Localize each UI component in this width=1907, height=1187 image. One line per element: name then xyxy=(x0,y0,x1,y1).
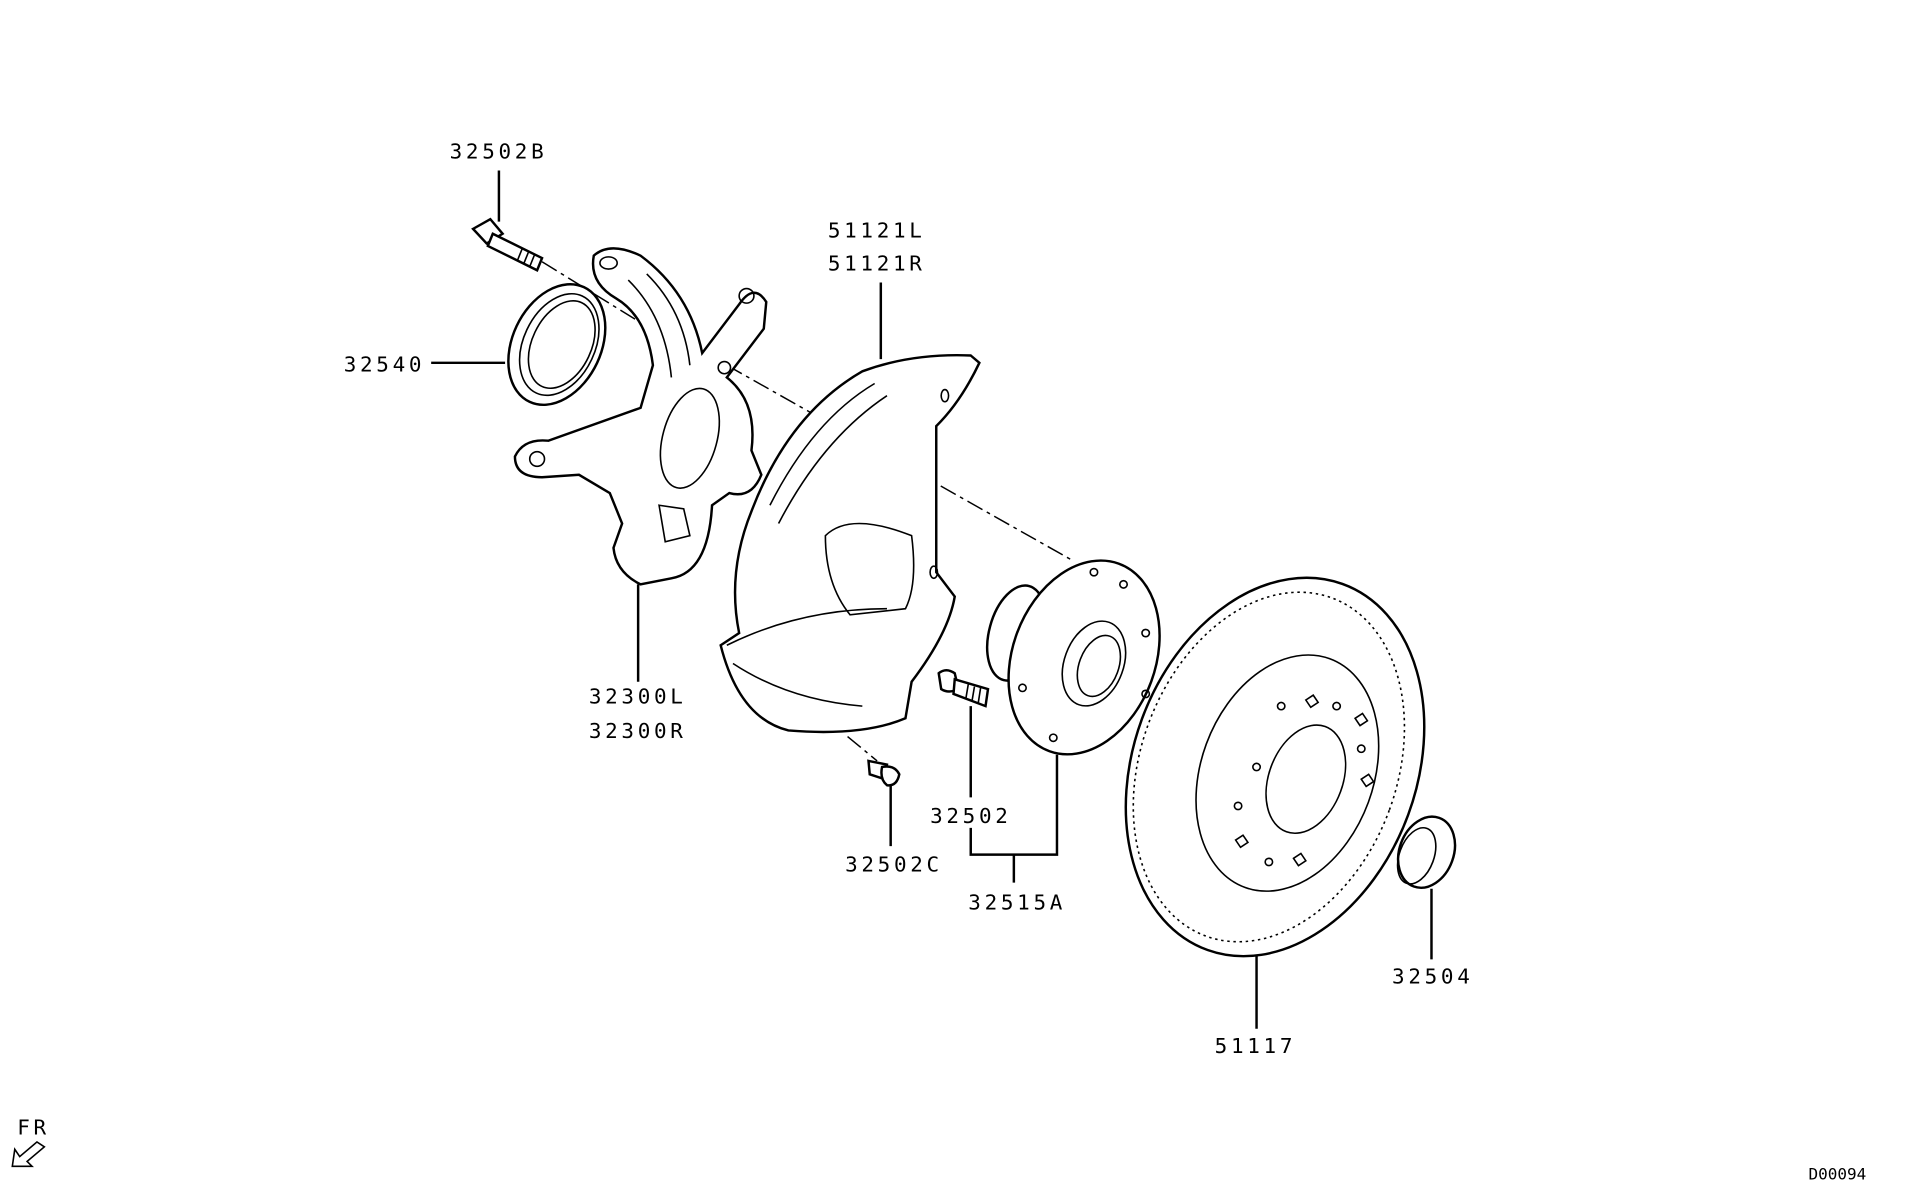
dust-shield[interactable] xyxy=(719,354,981,734)
label-51121R: 51121R xyxy=(828,251,926,275)
label-51121L: 51121L xyxy=(828,219,926,243)
direction-label: FR xyxy=(17,1116,50,1140)
wheel-hub[interactable] xyxy=(977,539,1185,775)
axis-line-shield-bolt xyxy=(846,584,878,762)
label-51117: 51117 xyxy=(1215,1034,1296,1058)
label-32504: 32504 xyxy=(1392,965,1473,989)
hub-cap[interactable] xyxy=(1388,809,1464,896)
diagram-code: D00094 xyxy=(1808,1165,1866,1184)
brake-rotor[interactable] xyxy=(1074,536,1475,998)
bolt-32502B[interactable] xyxy=(471,217,544,272)
label-32502C: 32502C xyxy=(845,853,943,877)
label-32540: 32540 xyxy=(344,352,425,376)
label-32300L: 32300L xyxy=(589,685,687,709)
label-32300R: 32300R xyxy=(589,719,687,743)
label-32515A: 32515A xyxy=(968,891,1066,915)
bolt-32502C[interactable] xyxy=(867,759,901,787)
leader-lines xyxy=(431,170,1433,1029)
label-32502B: 32502B xyxy=(450,139,548,163)
seal-32540[interactable] xyxy=(490,269,625,421)
steering-knuckle[interactable] xyxy=(513,247,768,586)
bolt-32502[interactable] xyxy=(937,668,990,708)
label-32502: 32502 xyxy=(930,804,1011,828)
front-arrow-icon xyxy=(11,1140,46,1168)
